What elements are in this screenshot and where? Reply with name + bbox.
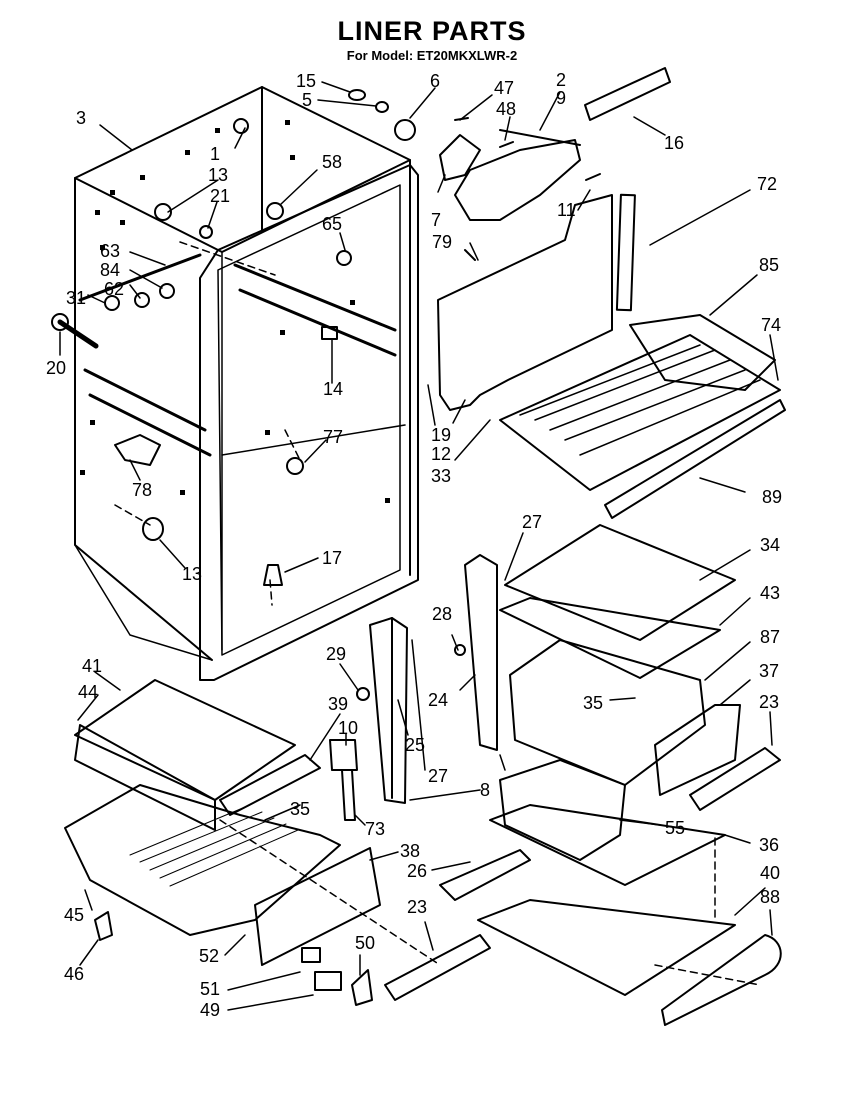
callout-24: 24 — [428, 690, 448, 710]
callout-7: 7 — [431, 210, 441, 230]
callout-35-left: 35 — [290, 799, 310, 819]
callout-17: 17 — [322, 548, 342, 568]
callout-labels: 15 5 6 47 48 2 9 16 3 1 13 21 58 7 11 72… — [46, 70, 782, 1020]
callout-16: 16 — [664, 133, 684, 153]
callout-46: 46 — [64, 964, 84, 984]
callout-73: 73 — [365, 819, 385, 839]
cabinet-liner — [74, 86, 419, 681]
callout-33: 33 — [431, 466, 451, 486]
callout-39: 39 — [328, 694, 348, 714]
callout-27-upper: 27 — [522, 512, 542, 532]
callout-50: 50 — [355, 933, 375, 953]
callout-62: 62 — [104, 279, 124, 299]
callout-63: 63 — [100, 241, 120, 261]
callout-85: 85 — [759, 255, 779, 275]
callout-48: 48 — [496, 99, 516, 119]
crisper-assembly — [64, 679, 491, 1006]
callout-40: 40 — [760, 863, 780, 883]
callout-14: 14 — [323, 379, 343, 399]
callout-51: 51 — [200, 979, 220, 999]
callout-34: 34 — [760, 535, 780, 555]
callout-11: 11 — [557, 200, 576, 220]
callout-65: 65 — [322, 214, 342, 234]
callout-6: 6 — [430, 71, 440, 91]
callout-13-lower: 13 — [182, 564, 202, 584]
callout-5: 5 — [302, 90, 312, 110]
callout-87: 87 — [760, 627, 780, 647]
callout-27-lower: 27 — [428, 766, 448, 786]
callout-52: 52 — [199, 946, 219, 966]
callout-74: 74 — [761, 315, 781, 335]
callout-20: 20 — [46, 358, 66, 378]
callout-9: 9 — [556, 88, 566, 108]
callout-77: 77 — [323, 427, 343, 447]
callout-19: 19 — [431, 425, 451, 445]
callout-47: 47 — [494, 78, 514, 98]
callout-36: 36 — [759, 835, 779, 855]
callout-49: 49 — [200, 1000, 220, 1020]
callout-23-right: 23 — [759, 692, 779, 712]
callout-38: 38 — [400, 841, 420, 861]
callout-31: 31 — [66, 288, 86, 308]
callout-78: 78 — [132, 480, 152, 500]
callout-13-upper: 13 — [208, 165, 228, 185]
callout-23-lower: 23 — [407, 897, 427, 917]
leader-lines — [59, 81, 779, 1011]
model-subtitle: For Model: ET20MKXLWR-2 — [346, 48, 518, 63]
page-title: LINER PARTS — [337, 16, 527, 46]
callout-35-right: 35 — [583, 693, 603, 713]
callout-88: 88 — [760, 887, 780, 907]
callout-37: 37 — [759, 661, 779, 681]
callout-12: 12 — [431, 444, 451, 464]
callout-3: 3 — [76, 108, 86, 128]
callout-29: 29 — [326, 644, 346, 664]
callout-44: 44 — [78, 682, 98, 702]
callout-45: 45 — [64, 905, 84, 925]
callout-10: 10 — [338, 718, 358, 738]
callout-89: 89 — [762, 487, 782, 507]
callout-58: 58 — [322, 152, 342, 172]
callout-1: 1 — [210, 144, 220, 164]
callout-2: 2 — [556, 70, 566, 90]
callout-41: 41 — [82, 656, 102, 676]
fan-assembly — [439, 117, 601, 221]
callout-15: 15 — [296, 71, 316, 91]
callout-25: 25 — [405, 735, 425, 755]
callout-28: 28 — [432, 604, 452, 624]
callout-26: 26 — [407, 861, 427, 881]
callout-8: 8 — [480, 780, 490, 800]
callout-72: 72 — [757, 174, 777, 194]
callout-43: 43 — [760, 583, 780, 603]
lower-right-assembly — [439, 524, 782, 1026]
callout-55: 55 — [665, 818, 685, 838]
hardware-parts — [51, 89, 416, 586]
callout-84: 84 — [100, 260, 120, 280]
upper-shelves — [499, 314, 786, 519]
dashed-leaders — [114, 241, 761, 986]
callout-21: 21 — [210, 186, 230, 206]
evaporator-cover — [437, 67, 671, 411]
callout-79: 79 — [432, 232, 452, 252]
